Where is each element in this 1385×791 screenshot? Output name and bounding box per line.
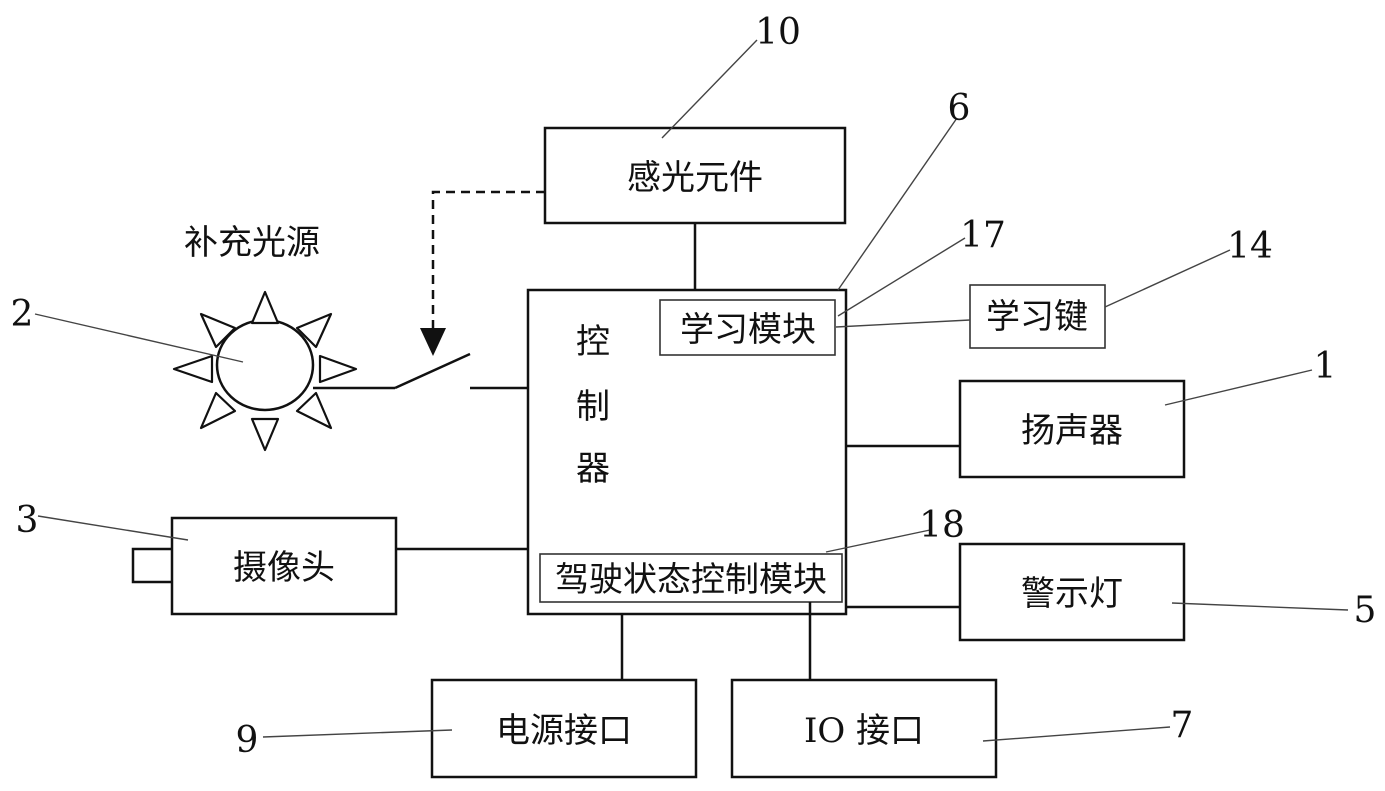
learning-module-block: 学习模块 xyxy=(660,300,835,355)
controller-label-char-1: 控 xyxy=(576,322,610,362)
light-ray-lower-right xyxy=(297,393,331,428)
io-interface-label: IO 接口 xyxy=(804,711,924,751)
learning-key-block: 学习键 xyxy=(970,285,1105,348)
power-interface-block: 电源接口 xyxy=(432,680,696,777)
photosensor-block: 感光元件 xyxy=(545,128,845,223)
light-ray-right xyxy=(320,356,356,382)
callout-10: 10 xyxy=(755,12,801,53)
speaker-block: 扬声器 xyxy=(960,381,1184,477)
callout-9: 9 xyxy=(236,720,259,761)
callout-6: 6 xyxy=(948,88,971,129)
sun-light-icon xyxy=(174,292,356,450)
callout-7: 7 xyxy=(1171,705,1194,746)
learning-key-label: 学习键 xyxy=(986,297,1088,337)
leader-line-learning-connection xyxy=(836,320,970,327)
callout-5: 5 xyxy=(1354,590,1377,631)
controller-block: 控 制 器 学习模块 驾驶状态控制模块 xyxy=(528,290,846,614)
leader-line-17 xyxy=(838,238,965,316)
leader-line-3 xyxy=(38,516,188,540)
leader-line-14 xyxy=(1105,250,1230,307)
driving-state-module-block: 驾驶状态控制模块 xyxy=(540,554,842,602)
camera-label: 摄像头 xyxy=(233,548,335,588)
driving-state-module-label: 驾驶状态控制模块 xyxy=(555,560,827,600)
light-ray-lower-left xyxy=(201,393,235,428)
arrow-down-icon xyxy=(420,328,446,356)
learning-module-label: 学习模块 xyxy=(680,310,816,350)
leader-line-9 xyxy=(263,730,452,737)
supplementary-light-label: 补充光源 xyxy=(184,223,320,263)
light-ray-left xyxy=(174,356,212,382)
power-interface-label: 电源接口 xyxy=(496,711,632,751)
leader-line-1 xyxy=(1165,370,1312,405)
controller-label-char-3: 器 xyxy=(576,449,610,489)
camera-block: 摄像头 xyxy=(133,518,396,614)
switch-blade xyxy=(395,354,470,388)
io-interface-block: IO 接口 xyxy=(732,680,996,777)
leader-line-6 xyxy=(838,118,957,290)
controller-label-char-2: 制 xyxy=(576,387,610,427)
leader-line-7 xyxy=(983,727,1170,741)
leader-line-5 xyxy=(1172,603,1348,610)
warning-light-label: 警示灯 xyxy=(1021,574,1123,614)
warning-light-block: 警示灯 xyxy=(960,544,1184,640)
leader-line-10 xyxy=(662,40,757,138)
speaker-label: 扬声器 xyxy=(1021,411,1123,451)
callout-1: 1 xyxy=(1314,346,1337,387)
callout-17: 17 xyxy=(960,215,1006,256)
light-ray-down xyxy=(252,419,278,450)
photosensor-label: 感光元件 xyxy=(627,158,763,198)
callout-18: 18 xyxy=(919,505,965,546)
callout-3: 3 xyxy=(16,500,39,541)
callout-14: 14 xyxy=(1227,226,1273,267)
light-ray-up xyxy=(252,292,278,323)
callout-2: 2 xyxy=(11,294,34,335)
camera-lens-icon xyxy=(133,549,173,582)
